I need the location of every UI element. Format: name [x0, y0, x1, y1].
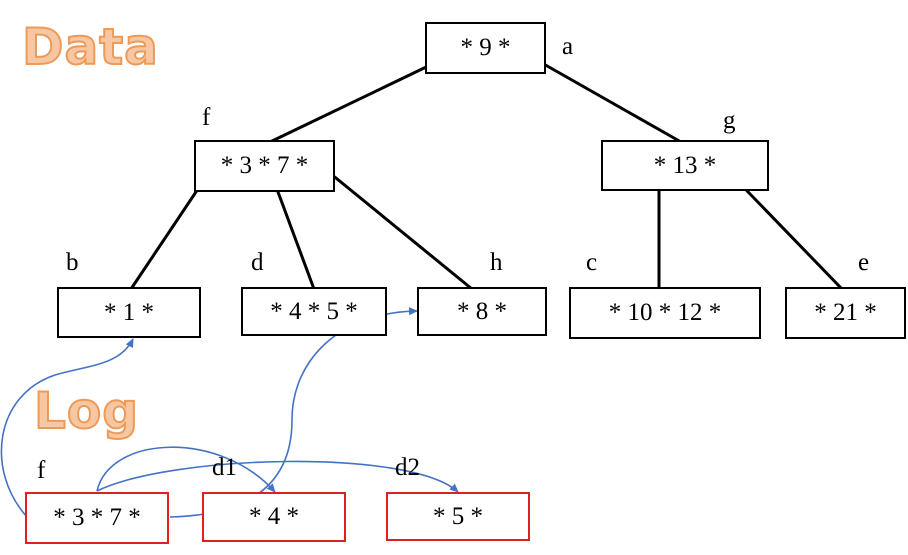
log-node-d2: * 5 *: [386, 492, 530, 541]
tree-node-d: * 4 * 5 *: [241, 287, 387, 336]
pointer-log-f-to-h: [169, 307, 418, 518]
pointer-log-f-to-d1: [96, 446, 276, 493]
log-node-label-d1: d1: [212, 454, 237, 481]
tree-node-label-g: g: [723, 107, 736, 134]
log-node-label-f: f: [37, 457, 46, 484]
tree-node-label-d: d: [251, 249, 264, 276]
tree-node-e: * 21 *: [785, 287, 906, 339]
log-section-title: Log: [33, 382, 140, 440]
tree-node-a: * 9 *: [425, 22, 546, 74]
pointer-log-f-to-b: [0, 338, 134, 518]
tree-node-label-f: f: [202, 104, 211, 131]
edge-f-h: [319, 163, 473, 291]
tree-node-label-b: b: [66, 249, 79, 276]
tree-node-label-e: e: [858, 249, 870, 276]
tree-node-c: * 10 * 12 *: [569, 287, 761, 339]
tree-node-label-c: c: [586, 249, 598, 276]
pointer-log-f-to-d2: [96, 460, 459, 493]
log-node-label-d2: d2: [395, 454, 420, 481]
log-node-d1: * 4 *: [202, 492, 346, 542]
tree-node-f: * 3 * 7 *: [194, 140, 335, 192]
tree-node-b: * 1 *: [57, 287, 201, 338]
tree-node-label-h: h: [490, 249, 503, 276]
data-section-title: Data: [21, 18, 159, 76]
tree-node-label-a: a: [562, 33, 574, 60]
log-node-f: * 3 * 7 *: [25, 492, 169, 544]
tree-node-g: * 13 *: [601, 140, 769, 191]
tree-node-h: * 8 *: [417, 287, 547, 336]
